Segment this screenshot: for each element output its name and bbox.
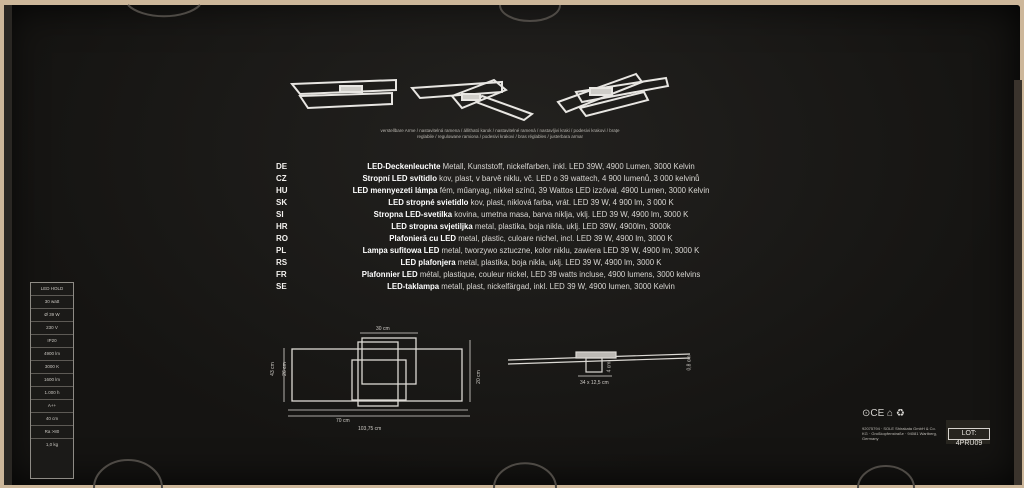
lang-code: CZ	[276, 173, 287, 183]
language-row-rs: RS LED plafonjera metal, plastika, boja n…	[276, 256, 746, 268]
language-row-ro: RO Plafonieră cu LED metal, plastic, culo…	[276, 232, 746, 244]
lang-code: FR	[276, 269, 287, 279]
lang-code: DE	[276, 161, 288, 171]
spec-cell: IP20	[31, 335, 73, 348]
spec-cell: 1.000 h	[31, 387, 73, 400]
lang-text: Lampa sufitowa LED metal, tworzywo sztuc…	[362, 245, 700, 255]
lang-text: Plafonnier LED métal, plastique, couleur…	[361, 269, 701, 279]
arm-caption: verstellbare Arme / nastavitelná ramena …	[380, 128, 620, 139]
certification-icons: ⊙CE ⌂ ♻	[862, 408, 905, 419]
front-dimension-drawing	[283, 332, 471, 417]
dim-top-width: 30 cm	[376, 326, 390, 332]
manufacturer-imprint: 92075794 · SOLE Shirakata GmbH & Co. KG …	[862, 426, 937, 441]
dim-height: 43 cm	[269, 362, 276, 376]
lang-code: SK	[276, 197, 288, 207]
dim-right-height: 20 cm	[475, 370, 482, 384]
dim-side-depth: 34 x 12,5 cm	[580, 380, 609, 386]
dim-side-right: 0,8 cm	[686, 355, 693, 371]
language-row-si: SI Stropna LED-svetilka kovina, umetna ma…	[276, 208, 746, 220]
lang-code: RO	[276, 233, 288, 243]
language-row-pl: PL Lampa sufitowa LED metal, tworzywo szt…	[276, 244, 746, 256]
lot-label: LOT: 4PRU09	[948, 428, 990, 447]
language-row-sk: SK LED stropné svietidlo kov, plast, nikl…	[276, 196, 746, 208]
lamp-view-2	[410, 78, 535, 122]
spec-cell: 1600 lm	[31, 374, 73, 387]
spec-cell: 3000 K	[31, 361, 73, 374]
language-row-fr: FR Plafonnier LED métal, plastique, coule…	[276, 268, 746, 280]
dim-inner-width: 70 cm	[336, 418, 350, 424]
box-top-circles	[127, 4, 561, 22]
box-bottom-circles	[93, 459, 915, 488]
lang-text: LED mennyezeti lámpa fém, műanyag, nikke…	[352, 185, 710, 195]
language-row-hr: HR LED stropna svjetiljka metal, plastika…	[276, 220, 746, 232]
lang-text: LED-taklampa metall, plast, nickelfärgad…	[387, 281, 675, 291]
lang-code: PL	[276, 245, 287, 255]
spec-cell: 1,0 kg	[45, 442, 59, 447]
lang-code: HR	[276, 221, 288, 231]
lot-sticker-bg	[946, 420, 990, 444]
language-row-se: SE LED-taklampa metall, plast, nickelfärg…	[276, 280, 746, 292]
spec-label-panel: LED HOLD 30 watt Ø 39 W 230 V IP20 4900 …	[30, 282, 74, 479]
spec-cell: 230 V	[31, 322, 73, 335]
lang-code: SI	[276, 209, 284, 219]
spec-cell: Ø 39 W	[31, 309, 73, 322]
dim-side-height: 4 cm	[606, 361, 613, 373]
spec-cell: LED HOLD	[31, 283, 73, 296]
language-rows: DE LED-Deckenleuchte Metall, Kunststoff, …	[276, 160, 746, 292]
box-edge-right	[1014, 80, 1022, 485]
lang-text: Stropní LED svítidlo kov, plast, v barvě…	[362, 173, 700, 183]
spec-cell: A++	[31, 400, 73, 413]
language-row-hu: HU LED mennyezeti lámpa fém, műanyag, nik…	[276, 184, 746, 196]
lang-text: LED plafonjera metal, plastika, boja nik…	[400, 257, 662, 267]
dim-total-width: 103,75 cm	[358, 426, 382, 432]
dim-inner-height: 26 cm	[281, 362, 288, 376]
spec-cell: 30 watt	[31, 296, 73, 309]
lamp-view-3	[556, 72, 670, 118]
spec-cell: Ra >80	[31, 426, 73, 439]
lang-text: Plafonieră cu LED metal, plastic, culoar…	[389, 233, 673, 243]
lang-code: RS	[276, 257, 288, 267]
lang-text: LED stropné svietidlo kov, plast, niklov…	[388, 197, 674, 207]
spec-cell: 4900 lm	[31, 348, 73, 361]
lang-code: SE	[276, 281, 287, 291]
language-row-de: DE LED-Deckenleuchte Metall, Kunststoff, …	[276, 160, 746, 172]
lang-text: LED stropna svjetiljka metal, plastika, …	[391, 221, 671, 231]
spec-cell: 40 cm	[31, 413, 73, 426]
language-row-cz: CZ Stropní LED svítidlo kov, plast, v bar…	[276, 172, 746, 184]
lang-code: HU	[276, 185, 288, 195]
box-panel	[4, 5, 1020, 485]
lang-text: Stropna LED-svetilka kovina, umetna masa…	[373, 209, 689, 219]
lamp-view-1	[289, 78, 397, 110]
box-edge-left	[4, 5, 12, 485]
side-dimension-drawing	[507, 351, 691, 377]
lang-text: LED-Deckenleuchte Metall, Kunststoff, ni…	[367, 161, 695, 171]
